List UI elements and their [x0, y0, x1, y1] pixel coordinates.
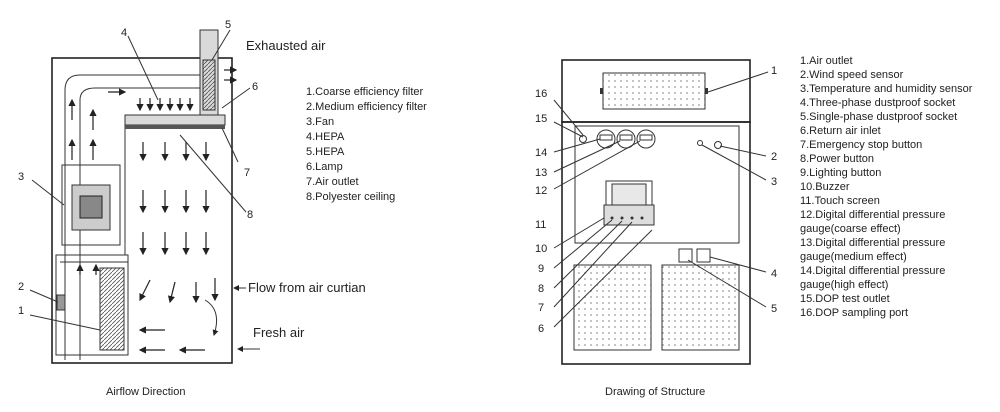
return-air-inlet-left: [573, 264, 652, 351]
marker-right-13: 13: [535, 167, 547, 179]
marker-right-16: 16: [535, 88, 547, 100]
right-legend-item: 5.Single-phase dustproof socket: [800, 111, 957, 123]
right-legend-item: 13.Digital differential pressure: [800, 237, 945, 249]
marker-right-9: 9: [538, 263, 544, 275]
marker-left-8: 8: [247, 209, 253, 221]
marker-left-4: 4: [121, 27, 127, 39]
right-legend-item: 1.Air outlet: [800, 55, 853, 67]
marker-right-14: 14: [535, 147, 547, 159]
caption-airflow: Airflow Direction: [106, 386, 185, 398]
right-legend-item: gauge(medium effect): [800, 251, 907, 263]
right-legend-item: 15.DOP test outlet: [800, 293, 890, 305]
callout-fresh-air: Fresh air: [253, 325, 305, 340]
return-air-inlet-right: [661, 264, 740, 351]
right-markers: 16 15 14 13 12 11 10 9 8 7 6 1 2 3 4 5: [535, 65, 777, 335]
left-legend-item: 4.HEPA: [306, 131, 345, 143]
coarse-filter: [99, 267, 125, 351]
marker-right-7: 7: [538, 302, 544, 314]
marker-right-6: 6: [538, 323, 544, 335]
right-legend-item: 11.Touch screen: [800, 195, 880, 207]
marker-left-2: 2: [18, 281, 24, 293]
medium-filter: [56, 294, 66, 311]
hepa-ceiling: [124, 114, 226, 126]
left-legend-item: 3.Fan: [306, 116, 334, 128]
marker-left-7: 7: [244, 167, 250, 179]
left-legend-item: 2.Medium efficiency filter: [306, 101, 427, 113]
left-markers: 4 5 6 7 8 3 2 1: [18, 19, 258, 317]
fan-unit: [61, 164, 121, 246]
right-legend-item: 6.Return air inlet: [800, 125, 881, 137]
gauge-coarse-effect: [636, 129, 656, 149]
marker-right-12: 12: [535, 185, 547, 197]
right-legend-item: 4.Three-phase dustproof socket: [800, 97, 955, 109]
left-legend-item: 8.Polyester ceiling: [306, 191, 395, 203]
marker-left-6: 6: [252, 81, 258, 93]
airflow-drawing: [51, 29, 260, 364]
temp-humidity-sensor: [714, 141, 722, 149]
caption-structure: Drawing of Structure: [605, 386, 705, 398]
right-legend-item: gauge(coarse effect): [800, 223, 901, 235]
right-legend-item: 7.Emergency stop button: [800, 139, 922, 151]
left-legend-item: 6.Lamp: [306, 161, 343, 173]
marker-left-1: 1: [18, 305, 24, 317]
marker-right-3: 3: [771, 176, 777, 188]
right-legend-item: 9.Lighting button: [800, 167, 881, 179]
right-legend-item: 3.Temperature and humidity sensor: [800, 83, 973, 95]
marker-left-3: 3: [18, 171, 24, 183]
right-legend-item: gauge(high effect): [800, 279, 888, 291]
right-legend-item: 8.Power button: [800, 153, 874, 165]
marker-right-8: 8: [538, 283, 544, 295]
right-legend-item: 2.Wind speed sensor: [800, 69, 904, 81]
marker-right-2: 2: [771, 151, 777, 163]
left-legend-item: 1.Coarse efficiency filter: [306, 86, 424, 98]
left-leader-lines: [29, 29, 251, 331]
marker-left-5: 5: [225, 19, 231, 31]
right-legend: 1.Air outlet 2.Wind speed sensor 3.Tempe…: [800, 55, 973, 319]
gauge-medium-effect: [616, 129, 636, 149]
right-legend-item: 10.Buzzer: [800, 181, 850, 193]
right-legend-item: 12.Digital differential pressure: [800, 209, 945, 221]
structure-drawing: [561, 59, 751, 365]
marker-right-10: 10: [535, 243, 547, 255]
marker-right-15: 15: [535, 113, 547, 125]
air-outlet-grille: [602, 72, 706, 110]
single-phase-socket: [696, 248, 711, 263]
marker-right-11: 11: [535, 219, 546, 231]
left-legend-item: 7.Air outlet: [306, 176, 359, 188]
three-phase-socket: [678, 248, 693, 263]
dop-test-outlet: [579, 135, 587, 143]
right-legend-item: 14.Digital differential pressure: [800, 265, 945, 277]
front-panel: [574, 125, 740, 244]
marker-right-1: 1: [771, 65, 777, 77]
left-legend-item: 5.HEPA: [306, 146, 345, 158]
left-legend: 1.Coarse efficiency filter 2.Medium effi…: [306, 86, 427, 203]
right-legend-item: 16.DOP sampling port: [800, 307, 908, 319]
callout-air-curtain: Flow from air curtian: [248, 280, 366, 295]
right-leader-lines: [553, 71, 769, 328]
wind-speed-sensor: [697, 140, 703, 146]
callout-exhausted-air: Exhausted air: [246, 38, 326, 53]
marker-right-5: 5: [771, 303, 777, 315]
marker-right-4: 4: [771, 268, 777, 280]
